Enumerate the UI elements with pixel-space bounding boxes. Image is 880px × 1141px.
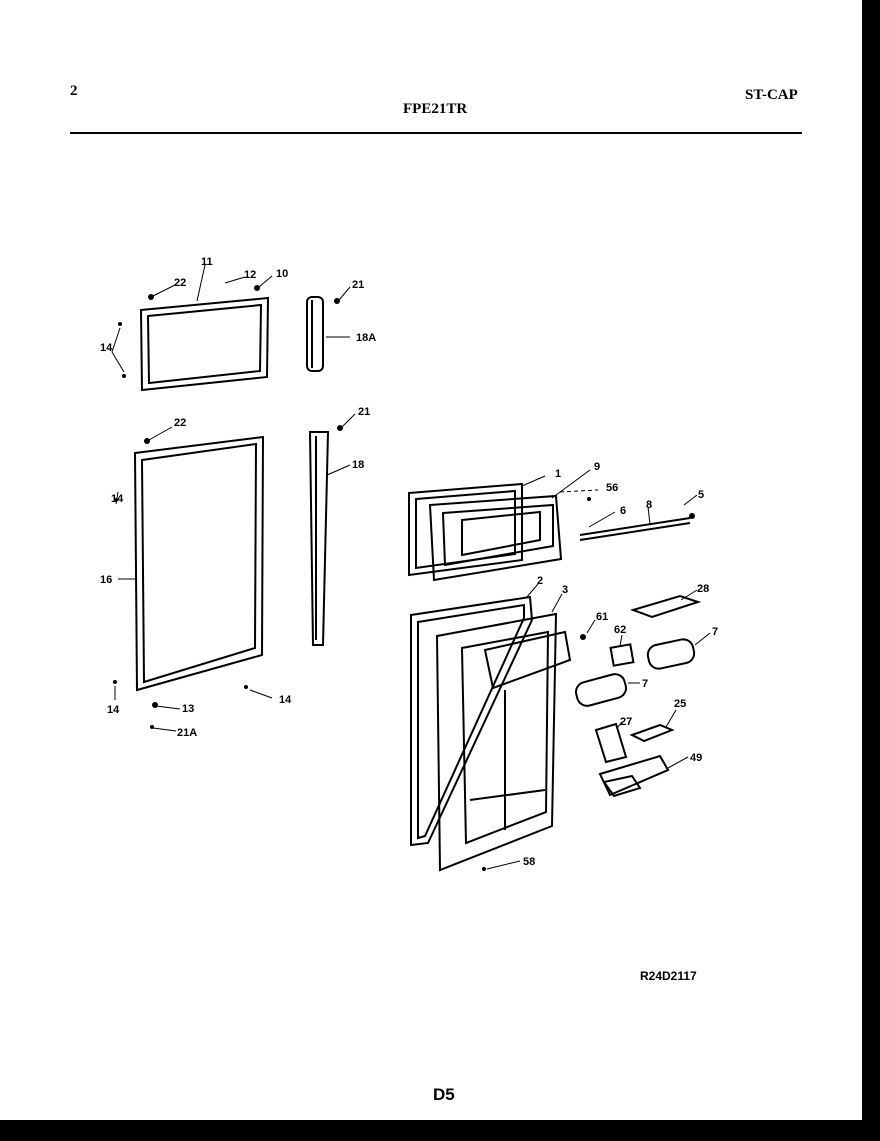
callout-14-d: 14: [107, 704, 120, 716]
header-rule: [70, 132, 802, 134]
cover-62: [609, 643, 635, 667]
callout-14-c: 14: [279, 694, 292, 706]
callout-13: 13: [182, 703, 194, 715]
page-code: D5: [433, 1085, 455, 1104]
callout-6: 6: [620, 505, 626, 517]
callout-8: 8: [646, 499, 652, 511]
callout-11: 11: [201, 256, 213, 268]
callout-1: 1: [555, 468, 561, 480]
freezer-door-gasket: [139, 296, 270, 392]
bin-49: [598, 754, 670, 798]
callout-21-top: 21: [352, 279, 364, 291]
callout-18: 18: [352, 459, 364, 471]
tray-25: [629, 723, 675, 743]
scan-border-right: [862, 0, 880, 1141]
callout-21a: 21A: [177, 727, 197, 739]
handle-18a: [306, 296, 324, 372]
freezer-inner-door: [408, 482, 563, 582]
handle-18: [308, 431, 330, 646]
shelf-28: [629, 594, 702, 619]
parts-diagram-page: 2 FPE21TR ST-CAP: [70, 83, 802, 1104]
bin-7-lower: [574, 673, 628, 707]
callout-22-mid: 22: [174, 417, 186, 429]
bar-8: [579, 517, 691, 541]
callout-14-a: 14: [100, 342, 113, 354]
fresh-food-inner-door: [410, 595, 572, 872]
drawing-number: R24D2117: [640, 969, 697, 983]
scan-border-bottom: [0, 1120, 880, 1141]
callout-21-mid: 21: [358, 406, 370, 418]
callout-22-top: 22: [174, 277, 186, 289]
callout-7-upper: 7: [712, 626, 718, 638]
bracket-27: [594, 722, 628, 764]
callout-5: 5: [698, 489, 704, 501]
callout-56: 56: [606, 482, 618, 494]
callout-61: 61: [596, 611, 608, 623]
callout-27: 27: [620, 716, 632, 728]
callout-28: 28: [697, 583, 709, 595]
callout-49: 49: [690, 752, 702, 764]
bin-7-upper: [646, 638, 696, 670]
callout-25: 25: [674, 698, 686, 710]
callout-9: 9: [594, 461, 600, 473]
callout-62: 62: [614, 624, 626, 636]
callout-16: 16: [100, 574, 112, 586]
callout-7-lower: 7: [642, 678, 648, 690]
exploded-door-diagram: 22 11 12 10 21 18A 14 14 22 21 18 14 16 …: [100, 256, 718, 872]
callout-10: 10: [276, 268, 288, 280]
fresh-food-door-gasket: [133, 435, 265, 692]
callout-2: 2: [537, 575, 543, 587]
callout-14-b: 14: [111, 493, 124, 505]
model-number: FPE21TR: [403, 101, 468, 117]
section-code: ST-CAP: [745, 87, 798, 103]
page-number: 2: [70, 83, 78, 99]
callout-3: 3: [562, 584, 568, 596]
callout-18a: 18A: [356, 332, 376, 344]
callout-12: 12: [244, 269, 256, 281]
callout-58: 58: [523, 856, 535, 868]
